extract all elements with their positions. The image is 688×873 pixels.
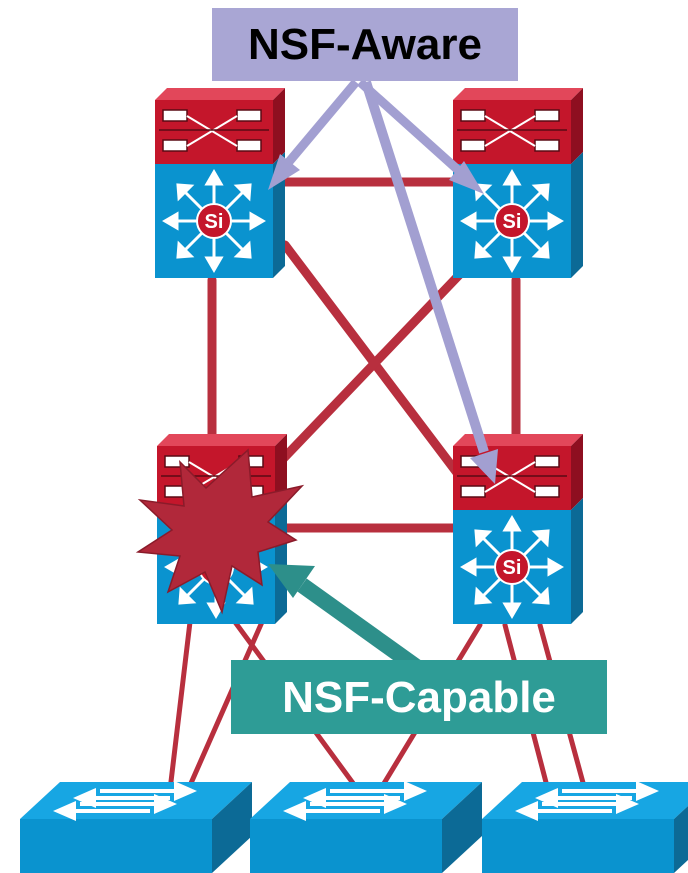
link-dist1-access2-cross xyxy=(280,240,475,495)
layer3-switch-icon xyxy=(153,86,287,280)
switch-badge: Si xyxy=(205,211,224,233)
distribution-switch-left: Si xyxy=(153,86,287,280)
access-layer3-switch-right: Si xyxy=(451,432,585,626)
access-switch-2 xyxy=(248,780,484,873)
nsf-capable-callout: NSF-Capable xyxy=(231,660,607,734)
arrow-icon xyxy=(268,154,300,190)
arrow-icon xyxy=(268,564,315,598)
arrow-icon xyxy=(449,161,484,194)
layer3-switch-icon xyxy=(451,432,585,626)
nsf-capable-box xyxy=(231,660,607,734)
switch-badge: Si xyxy=(503,557,522,579)
switch-badge: Si xyxy=(503,211,522,233)
distribution-switch-right: Si xyxy=(451,86,585,280)
nsf-capable-label: NSF-Capable xyxy=(282,673,556,722)
access-switch-icon xyxy=(480,780,688,873)
nsf-aware-label: NSF-Aware xyxy=(248,20,482,69)
access-switch-icon xyxy=(248,780,484,873)
nsf-aware-box xyxy=(212,8,518,81)
access-switch-1 xyxy=(18,780,254,873)
arrow-icon xyxy=(470,449,498,484)
access-switch-3 xyxy=(480,780,688,873)
capable-arrow xyxy=(268,564,423,675)
aware-arrows xyxy=(268,78,498,484)
failure-burst-icon xyxy=(135,448,305,615)
access-switch-icon xyxy=(18,780,254,873)
nsf-aware-callout: NSF-Aware xyxy=(212,8,518,81)
access-links xyxy=(167,619,588,793)
